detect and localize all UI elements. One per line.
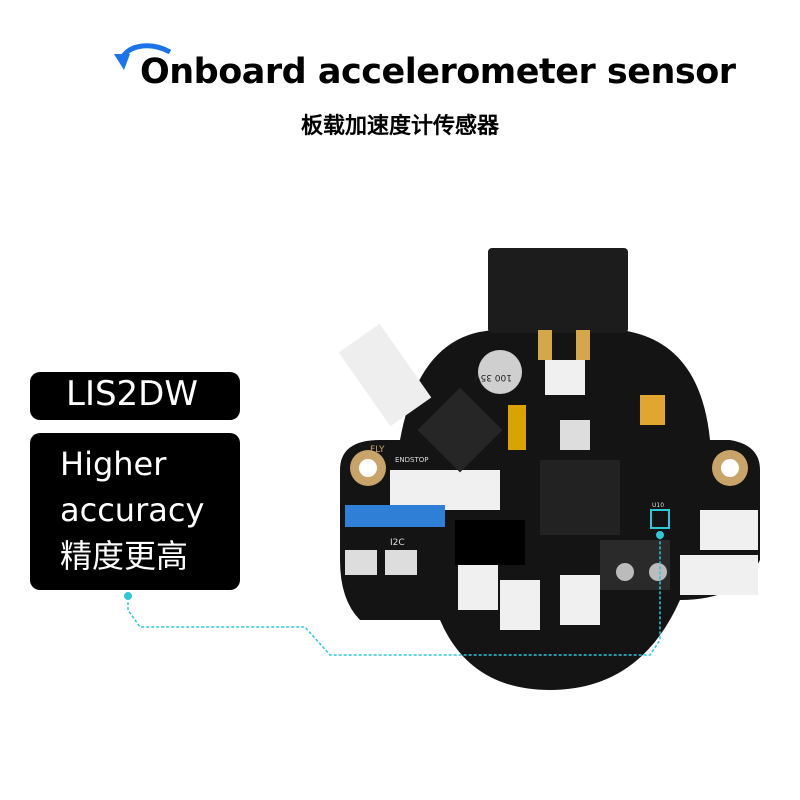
chip-callout: LIS2DW [30,372,240,420]
silk-fly: FLY [370,445,385,455]
capacitor-label: 100 35V [474,372,512,382]
chip-name: LIS2DW [66,374,198,414]
feature-line-2: accuracy [60,491,205,529]
page-subtitle: 板载加速度计传感器 [300,114,499,139]
curved-arrow-icon [114,43,172,70]
silk-on: ON [510,408,521,416]
feature-line-cn: 精度更高 [60,537,189,575]
silk-endstop: ENDSTOP [395,456,429,464]
silk-i2c: I2C [390,538,405,548]
feature-line-1: Higher [60,445,167,483]
feature-callout: Higher accuracy 精度更高 [30,433,240,590]
leader-dot-end [656,531,664,539]
page-title: Onboard accelerometer sensor [140,52,736,92]
leader-line [127,535,661,656]
leader-dot-start [124,592,132,600]
silk-u10: U10 [652,502,664,509]
accelerometer-chip-highlight [650,509,670,529]
pcb-body: FLY ENDSTOP I2C ON U10 100 35V [338,248,760,690]
